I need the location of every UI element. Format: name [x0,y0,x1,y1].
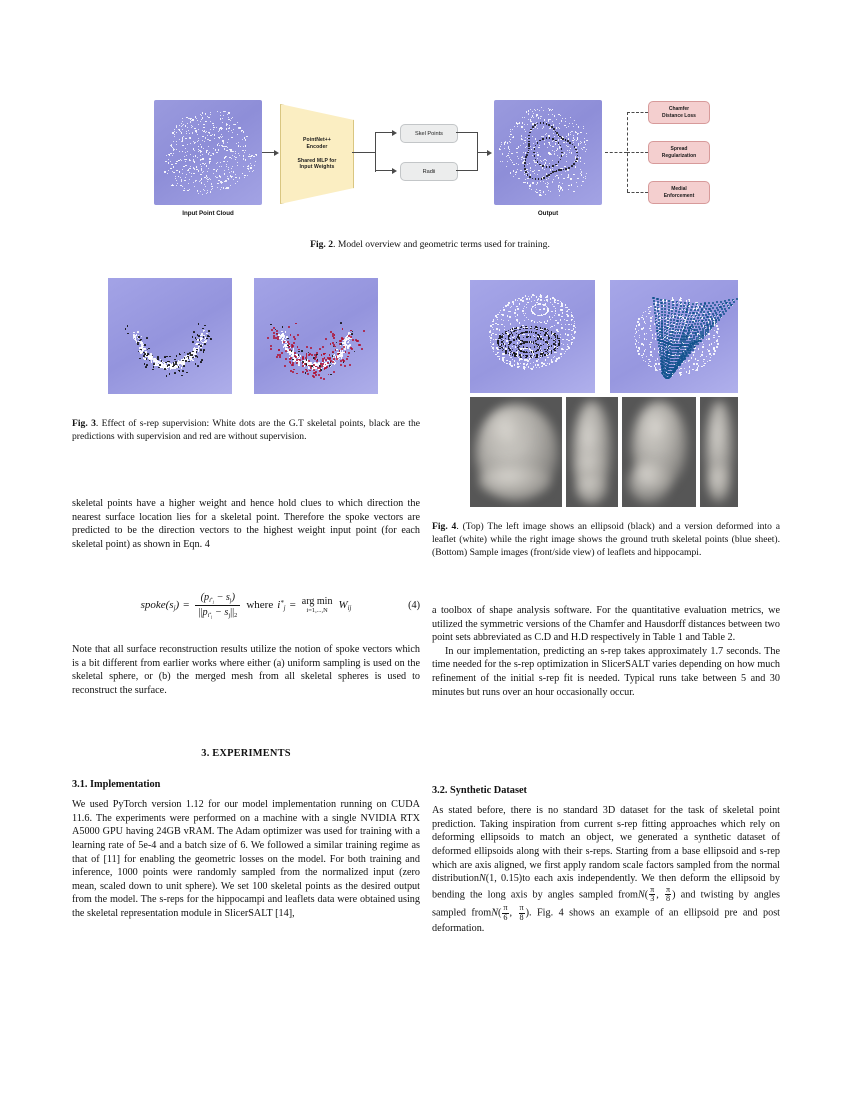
figure-4-bottom-image-1 [470,397,562,507]
equation-equals-2: = [289,599,296,612]
right-column-toolbox-paragraph: a toolbox of shape analysis software. Fo… [432,604,780,699]
figure-2-caption: Fig. 2. Model overview and geometric ter… [150,239,710,252]
equation-argmin: arg min i=1,...,N [301,595,333,614]
line-radii-out [456,170,478,172]
line-merge-vertical [477,132,479,171]
paragraph-toolbox: a toolbox of shape analysis software. Fo… [432,605,780,644]
line-to-skel [375,132,393,134]
equation-istar: i*j [277,598,286,612]
paragraph-synthetic-b: to each axis independently. We then defo… [432,873,780,901]
output-label: Output [537,210,559,217]
left-column-note-paragraph: Note that all surface reconstruction res… [72,643,420,697]
figure-2-caption-prefix: Fig. 2 [310,239,334,250]
figure-3-right-image [254,278,378,394]
figure-4-caption: Fig. 4. (Top) The left image shows an el… [432,521,780,560]
section-experiments: 3. EXPERIMENTS [72,748,420,759]
normal-symbol-2: N [637,889,645,901]
dashed-to-loss-1 [627,152,648,153]
input-point-cloud-image [154,100,262,205]
output-point-cloud-image [494,100,602,205]
line-to-radii [375,170,393,172]
arrowhead-output [487,149,492,156]
input-point-cloud-label: Input Point Cloud [182,210,234,217]
line-split-vertical [375,132,377,172]
figure-4-caption-prefix: Fig. 4 [432,521,457,532]
paragraph-synthetic: As stated before, there is no standard 3… [432,805,781,935]
equation-where: where [246,599,274,612]
subsection-synthetic-dataset: 3.2. Synthetic Dataset As stated before,… [432,785,780,936]
paragraph-note: Note that all surface reconstruction res… [72,644,420,696]
paragraph-timing: In our implementation, predicting an s-r… [432,645,780,698]
equation-weight: Wij [338,598,352,612]
line-encoder-out [352,152,376,154]
arrowhead-encoder [274,149,279,156]
paragraph-implementation: We used PyTorch version 1.12 for our mod… [72,799,420,920]
paragraph-synthetic-a: As stated before, there is no standard 3… [432,805,780,885]
dashed-to-loss-2 [627,192,648,193]
equation-equals: = [183,599,190,612]
equation-number: (4) [408,599,420,611]
figure-3-caption-prefix: Fig. 3 [72,418,96,429]
paragraph-spoke: skeletal points have a higher weight and… [72,498,420,550]
normal-symbol-3: N [491,907,498,919]
equation-4: spoke(sj) = (pi*j − sj) ||pi*j − sj||2 w… [72,592,420,619]
figure-4-bottom-image-3 [622,397,696,507]
figure-3-left-image [108,278,232,394]
figure-4-caption-text: . (Top) The left image shows an ellipsoi… [432,521,780,558]
normal-symbol-1: N [478,873,486,885]
pointnet-encoder-block: PointNet++ Encoder Shared MLP for Input … [280,104,354,204]
figure-4-top-left-image [470,280,595,393]
subsection-implementation: 3.1. Implementation We used PyTorch vers… [72,779,420,921]
equation-fraction: (pi*j − sj) ||pi*j − sj||2 [195,592,241,619]
paragraph-synthetic-c: and twisting by angles sampled from [432,889,780,919]
line-merge-to-output [477,152,489,154]
subsection-heading-synthetic: 3.2. Synthetic Dataset [432,785,527,796]
arrowhead-skel [392,129,397,136]
dashed-output-to-losses [605,152,627,153]
left-column-spoke-paragraph: skeletal points have a higher weight and… [72,497,420,551]
subsection-heading-implementation: 3.1. Implementation [72,779,161,790]
figure-2-diagram: PointNet++ Encoder Shared MLP for Input … [150,96,710,226]
figure-4-bottom-image-4 [700,397,738,507]
arrow-input-to-encoder [262,152,275,154]
figure-3-caption: Fig. 3. Effect of s-rep supervision: Whi… [72,418,420,444]
figure-2-caption-text: . Model overview and geometric terms use… [333,239,550,250]
figure-4-bottom-image-2 [566,397,618,507]
line-skel-out [456,132,478,134]
dashed-to-loss-0 [627,112,648,113]
encoder-label-line2: Shared MLP for Input Weights [297,157,337,171]
section-heading-experiments: 3. EXPERIMENTS [201,748,291,759]
skel-points-box: Skel Points [400,124,458,143]
figure-4-top-right-image [610,280,738,393]
paragraph-synthetic-d: . Fig. 4 shows an example of an ellipsoi… [432,907,781,935]
encoder-label-line1: PointNet++ Encoder [303,136,331,150]
figure-3-caption-text: . Effect of s-rep supervision: White dot… [72,418,421,442]
dist-scale: (1, 0.15) [485,873,523,885]
arrowhead-radii [392,167,397,174]
radii-box: Radii [400,162,458,181]
equation-lhs: spoke(sj) [140,598,180,612]
